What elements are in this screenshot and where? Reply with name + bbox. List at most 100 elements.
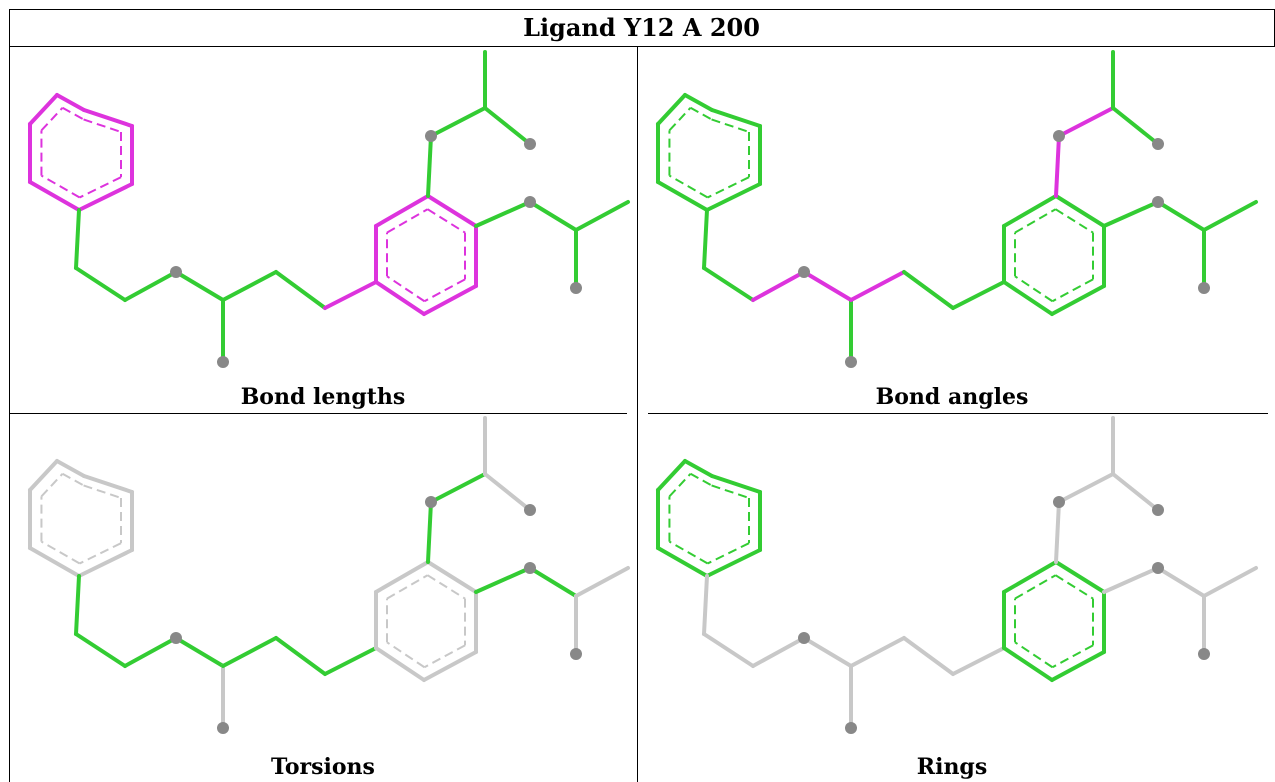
aromatic-bond bbox=[79, 542, 122, 565]
bond bbox=[1202, 566, 1258, 598]
atom-marker bbox=[845, 356, 857, 368]
aromatic-bond bbox=[1055, 574, 1094, 600]
aromatic-bond bbox=[83, 484, 122, 499]
bond bbox=[849, 636, 906, 668]
bond bbox=[28, 93, 59, 126]
atom-marker bbox=[570, 648, 582, 660]
bond bbox=[705, 548, 762, 578]
aromatic-bond bbox=[1014, 208, 1057, 234]
bond bbox=[951, 646, 1006, 676]
atom-marker bbox=[425, 496, 437, 508]
aromatic-bond bbox=[40, 473, 64, 498]
aromatic-bond bbox=[79, 176, 122, 199]
bond bbox=[429, 106, 487, 138]
panel-bond-lengths: Bond lengths bbox=[10, 48, 636, 412]
panel-label-torsions: Torsions bbox=[271, 754, 375, 780]
bond bbox=[429, 472, 487, 504]
bond bbox=[702, 574, 709, 636]
panel-label-bond-angles: Bond angles bbox=[875, 384, 1029, 410]
bond bbox=[802, 270, 853, 302]
bond bbox=[82, 474, 134, 494]
bond bbox=[221, 636, 278, 668]
aromatic-bond bbox=[707, 176, 750, 199]
bond bbox=[710, 108, 762, 128]
bond bbox=[710, 474, 762, 494]
aromatic-bond bbox=[1051, 278, 1094, 303]
aromatic-bond bbox=[62, 106, 85, 121]
bond bbox=[374, 194, 430, 228]
bond bbox=[751, 636, 806, 668]
row-divider-right bbox=[648, 413, 1268, 414]
bond bbox=[1002, 646, 1054, 682]
bond bbox=[1054, 500, 1061, 564]
aromatic-bond bbox=[427, 574, 466, 600]
column-divider bbox=[637, 47, 638, 782]
bond bbox=[656, 180, 709, 212]
atom-marker bbox=[170, 266, 182, 278]
bond bbox=[28, 546, 81, 578]
panel-bond-angles: Bond angles bbox=[638, 48, 1266, 412]
bond bbox=[951, 280, 1006, 310]
bond bbox=[574, 566, 630, 598]
atom-marker bbox=[524, 504, 536, 516]
bond bbox=[656, 93, 687, 126]
bond bbox=[274, 636, 327, 676]
bond bbox=[323, 280, 378, 310]
aromatic-bond bbox=[83, 118, 122, 133]
bond bbox=[751, 270, 806, 302]
bond bbox=[802, 636, 853, 668]
aromatic-bond bbox=[386, 275, 425, 303]
bond bbox=[528, 200, 578, 232]
bond bbox=[77, 548, 134, 578]
bond bbox=[902, 636, 955, 676]
bond bbox=[174, 636, 225, 668]
atom-marker bbox=[425, 130, 437, 142]
bond bbox=[1102, 200, 1160, 228]
atom-marker bbox=[570, 282, 582, 294]
bond bbox=[55, 93, 86, 112]
bond bbox=[374, 560, 430, 594]
bond bbox=[1050, 284, 1106, 316]
panel-torsions: Torsions bbox=[10, 414, 636, 782]
bond bbox=[77, 182, 134, 212]
bond bbox=[474, 566, 532, 594]
results-table bbox=[9, 9, 1275, 782]
bond bbox=[702, 266, 755, 302]
bond bbox=[702, 208, 709, 270]
atom-marker bbox=[217, 356, 229, 368]
table-title: Ligand Y12 A 200 bbox=[9, 9, 1275, 47]
bond bbox=[483, 106, 532, 146]
bond bbox=[74, 632, 127, 668]
bond bbox=[28, 459, 59, 492]
bond bbox=[683, 93, 714, 112]
bond bbox=[474, 200, 532, 228]
atom-marker bbox=[524, 562, 536, 574]
bond bbox=[1054, 560, 1106, 594]
bond bbox=[528, 566, 578, 598]
aromatic-bond bbox=[711, 118, 750, 133]
bond bbox=[1111, 472, 1160, 512]
bond bbox=[55, 459, 86, 478]
aromatic-bond bbox=[1014, 574, 1057, 600]
bond bbox=[1156, 566, 1206, 598]
atom-marker bbox=[1152, 504, 1164, 516]
atom-marker bbox=[1152, 196, 1164, 208]
bond bbox=[702, 632, 755, 668]
atom-marker bbox=[845, 722, 857, 734]
aromatic-bond bbox=[707, 542, 750, 565]
bond bbox=[1002, 194, 1058, 228]
bond bbox=[574, 200, 630, 232]
bond bbox=[374, 646, 426, 682]
atom-marker bbox=[524, 196, 536, 208]
bond bbox=[426, 500, 433, 564]
aromatic-bond bbox=[690, 472, 713, 487]
ligand-diagram-rings bbox=[656, 416, 1258, 734]
aromatic-bond bbox=[427, 208, 466, 234]
atom-marker bbox=[524, 138, 536, 150]
ligand-diagram-bond-lengths bbox=[28, 50, 630, 368]
bond bbox=[1156, 200, 1206, 232]
aromatic-bond bbox=[1014, 275, 1053, 303]
bond bbox=[74, 266, 127, 302]
bond bbox=[82, 108, 134, 128]
atom-marker bbox=[1198, 648, 1210, 660]
